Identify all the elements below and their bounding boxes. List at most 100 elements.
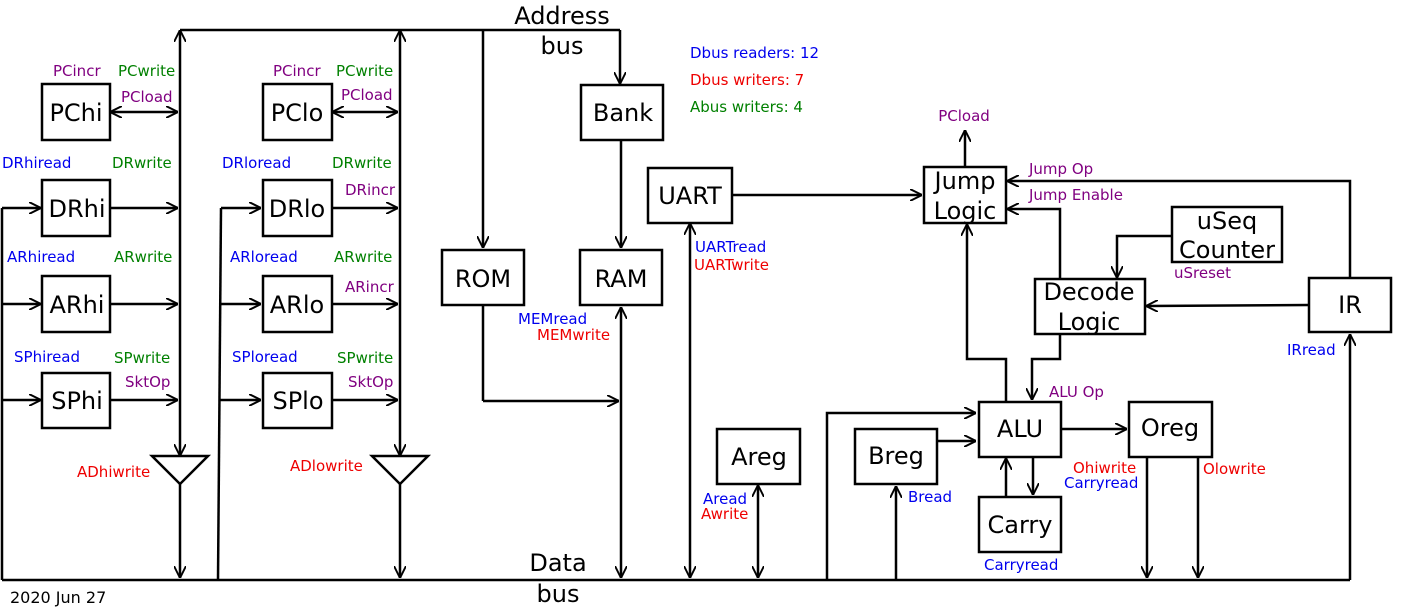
drlo-register: DRlo [261, 178, 334, 238]
svg-text:Areg: Areg [731, 443, 787, 471]
signal-sphi-sktop: SktOp [125, 373, 170, 391]
svg-text:RAM: RAM [595, 265, 648, 293]
svg-text:SPhi: SPhi [51, 387, 103, 415]
signal-drlo-incr: DRincr [345, 181, 396, 199]
memory-wiring [481, 140, 621, 578]
data-bus-label: Data [529, 549, 586, 577]
date-label: 2020 Jun 27 [10, 588, 106, 607]
signal-pchi-incr: PCincr [53, 62, 101, 80]
signal-sphi-write: SPwrite [114, 349, 170, 367]
ram-block: RAM [578, 248, 664, 307]
stat-dbus-writers: Dbus writers: 7 [690, 71, 804, 89]
svg-text:SPlo: SPlo [272, 387, 323, 415]
signal-areg-read: Aread [703, 490, 747, 508]
bank-block: Bank [579, 83, 665, 142]
svg-text:Bank: Bank [593, 99, 653, 127]
arlo-register: ARlo [261, 274, 334, 334]
decode-logic-block: Decode Logic [1033, 277, 1147, 336]
splo-register: SPlo [261, 371, 334, 430]
data-bus-label-2: bus [537, 580, 580, 608]
signal-ir-read: IRread [1287, 341, 1336, 359]
signal-alu-op: ALU Op [1049, 383, 1104, 401]
drhi-register: DRhi [40, 178, 112, 238]
signal-drlo-read: DRloread [222, 154, 291, 172]
signal-arhi-read: ARhiread [7, 248, 75, 266]
signal-jump-op: Jump Op [1028, 160, 1093, 178]
signal-carry-read: Carryread [984, 556, 1058, 574]
signal-pclo-incr: PCincr [273, 62, 321, 80]
signal-pchi-write: PCwrite [118, 62, 175, 80]
address-bus-label-2: bus [541, 32, 584, 60]
signal-arlo-read: ARloread [230, 248, 298, 266]
svg-text:DRlo: DRlo [269, 195, 326, 223]
control-wiring [965, 130, 1352, 401]
alu-block: ALU [977, 400, 1063, 459]
signal-oreg-lowrite: Olowrite [1203, 460, 1266, 478]
svg-text:PClo: PClo [271, 99, 324, 127]
signal-adlo-write: ADlowrite [290, 457, 363, 475]
signal-splo-read: SPloread [232, 348, 298, 366]
oreg-register: Oreg [1127, 400, 1214, 459]
signal-arlo-write: ARwrite [334, 248, 392, 266]
svg-text:ARlo: ARlo [270, 291, 324, 319]
hi-register-column [0, 30, 212, 580]
svg-text:DRhi: DRhi [48, 195, 105, 223]
signal-pclo-write: PCwrite [336, 62, 393, 80]
signal-adhi-write: ADhiwrite [77, 463, 150, 481]
stat-dbus-readers: Dbus readers: 12 [690, 44, 819, 62]
ir-register: IR [1307, 276, 1393, 334]
areg-register: Areg [715, 427, 802, 486]
pchi-register: PChi [40, 82, 112, 142]
rom-block: ROM [440, 248, 526, 307]
signal-pclo-load: PCload [341, 86, 393, 104]
signal-uart-write: UARTwrite [694, 256, 769, 274]
signal-jump-enable: Jump Enable [1028, 186, 1123, 204]
signal-uart-read: UARTread [695, 238, 766, 256]
svg-text:Carry: Carry [988, 511, 1053, 539]
lo-register-column [216, 30, 432, 581]
signal-oreg-hiwrite: Ohiwrite [1073, 459, 1136, 477]
uart-block: UART [646, 166, 734, 225]
svg-text:Logic: Logic [934, 197, 997, 225]
signal-pchi-load: PCload [121, 88, 173, 106]
svg-text:Oreg: Oreg [1141, 414, 1199, 442]
signal-splo-write: SPwrite [337, 349, 393, 367]
address-bus-label: Address [514, 2, 610, 30]
signal-splo-sktop: SktOp [348, 373, 393, 391]
svg-text:ALU: ALU [997, 415, 1043, 443]
signal-useq-reset: uSreset [1174, 264, 1231, 282]
carry-register: Carry [977, 495, 1063, 554]
signal-arlo-incr: ARincr [345, 278, 395, 296]
svg-text:ROM: ROM [455, 265, 511, 293]
svg-text:Decode: Decode [1043, 278, 1134, 306]
svg-text:PChi: PChi [49, 99, 102, 127]
svg-text:Counter: Counter [1179, 236, 1275, 264]
breg-register: Breg [853, 427, 939, 486]
svg-text:Breg: Breg [868, 442, 924, 470]
signal-oreg-carryread: Carryread [1064, 474, 1138, 492]
svg-text:UART: UART [658, 182, 722, 210]
svg-text:uSeq: uSeq [1197, 207, 1257, 235]
svg-text:Jump: Jump [933, 167, 996, 195]
signal-areg-write: Awrite [701, 505, 748, 523]
svg-text:ARhi: ARhi [50, 291, 105, 319]
pclo-register: PClo [261, 82, 334, 142]
signal-mem-write: MEMwrite [537, 326, 610, 344]
signal-drhi-write: DRwrite [112, 154, 172, 172]
alu-wiring [758, 334, 1350, 580]
signal-sphi-read: SPhiread [14, 348, 80, 366]
signal-breg-read: Bread [908, 488, 952, 506]
arhi-register: ARhi [40, 274, 112, 334]
useq-counter-block: uSeq Counter [1170, 205, 1284, 264]
signal-jump-pcload: PCload [938, 107, 990, 125]
sphi-register: SPhi [40, 371, 112, 430]
signal-drhi-read: DRhiread [2, 154, 71, 172]
stat-abus-writers: Abus writers: 4 [690, 98, 803, 116]
svg-text:Logic: Logic [1058, 308, 1121, 336]
jump-logic-block: Jump Logic [922, 165, 1008, 225]
uart-wiring [690, 195, 922, 578]
svg-text:IR: IR [1338, 291, 1362, 319]
signal-mem-read: MEMread [518, 310, 587, 328]
signal-arhi-write: ARwrite [114, 248, 172, 266]
